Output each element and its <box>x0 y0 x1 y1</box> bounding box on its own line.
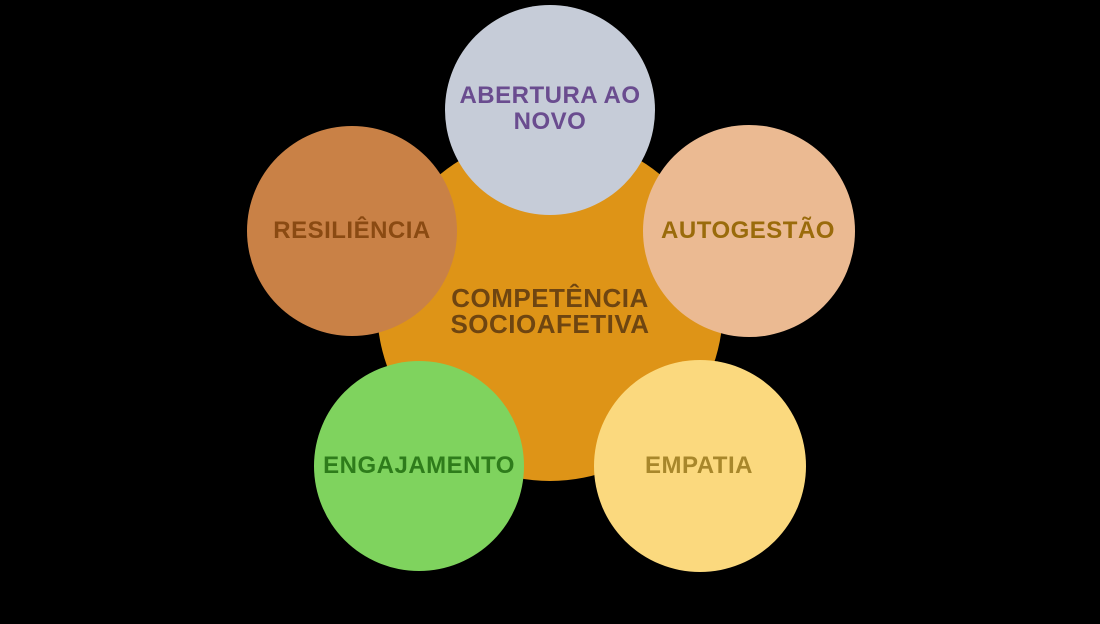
node-label-empatia: EMPATIA <box>645 452 753 479</box>
node-label-engajamento: ENGAJAMENTO <box>323 452 515 479</box>
node-circle-engajamento <box>314 361 524 571</box>
node-circle-autogestao <box>643 125 855 337</box>
node-label-abertura-ao-novo-line2: NOVO <box>514 108 587 135</box>
node-label-abertura-ao-novo-line1: ABERTURA AO <box>459 82 640 109</box>
center-label-line2: SOCIOAFETIVA <box>450 309 649 339</box>
node-label-resiliencia: RESILIÊNCIA <box>273 216 431 244</box>
node-circle-empatia <box>594 360 806 572</box>
node-circle-resiliencia <box>247 126 457 336</box>
node-circle-abertura-ao-novo <box>445 5 655 215</box>
center-label-line1: COMPETÊNCIA <box>451 283 649 313</box>
node-label-autogestao: AUTOGESTÃO <box>661 216 835 244</box>
